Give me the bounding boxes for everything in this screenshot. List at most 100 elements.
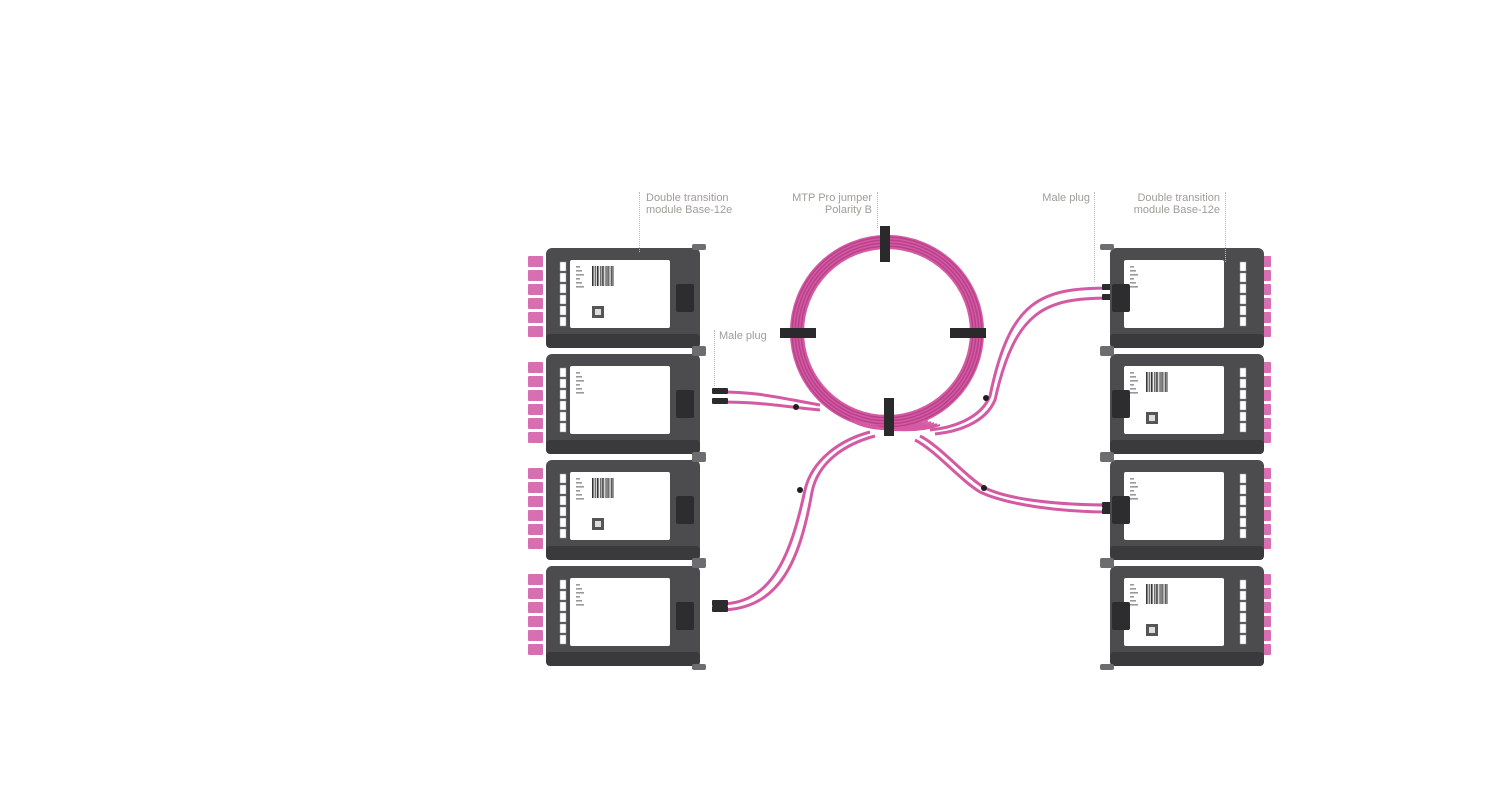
cable-right-5-a [929,286,1111,432]
qr-code-inner [1149,627,1155,633]
label-text-line [1130,274,1138,276]
port-label-cell [1239,579,1247,590]
barcode-bar [611,266,613,286]
lc-port [535,270,543,281]
barcode-bar [612,478,614,498]
module-base [1110,652,1264,666]
port-label-cell [559,473,567,484]
transition-modules [528,244,1271,670]
latch-clip [692,562,706,568]
latch-clip [692,350,706,356]
port-label-cell [559,283,567,294]
barcode-bar [606,478,608,498]
left-module-label-line2: module Base-12e [646,204,733,216]
label-text-line [1130,604,1138,606]
left-module-callout: Double transition module Base-12e [646,192,732,216]
port-label-cell [559,517,567,528]
cable-left-4-a [719,430,871,606]
port-label-cell [559,528,567,539]
latch-clip [1100,664,1114,670]
barcode-bar [1163,372,1165,392]
lc-port [535,390,543,401]
barcode-bar [608,478,609,498]
label-text-line [576,604,584,606]
port-label-cell [559,601,567,612]
label-text-line [1130,388,1136,390]
barcode-bar [595,266,596,286]
cable-right-7-a [919,434,1111,507]
barcode-bar [1149,584,1150,604]
jumper-cables [712,284,1118,612]
port-label-cell [1239,316,1247,327]
port-label-cell [1239,517,1247,528]
lc-port [535,298,543,309]
male-plug-connector [712,398,728,404]
barcode-bar [593,478,595,498]
port-label-cell [1239,634,1247,645]
left-male-plug-callout: Male plug [719,330,767,342]
lc-port [1263,298,1271,309]
port-label-cell [559,400,567,411]
breakout-marker [983,395,989,401]
label-text-line [576,584,580,586]
coil-strap-right [950,328,986,338]
barcode-bar [592,266,594,286]
lc-port [1263,432,1271,443]
barcode-bar [609,478,611,498]
label-text-line [576,372,580,374]
label-text-line [576,588,582,590]
port-label-cell [1239,495,1247,506]
cable-left-2-b [719,400,821,412]
lc-port [1263,404,1271,415]
barcode-bar [1147,584,1149,604]
lc-port [528,404,536,415]
label-text-line [576,286,584,288]
barcode-bar [1157,584,1158,604]
lc-port [1263,538,1271,549]
cable-left-4-b [719,434,876,612]
lc-port [535,482,543,493]
right-module-label-line1: Double transition [1137,192,1220,204]
lc-port [535,418,543,429]
coil-strap-left [780,328,816,338]
barcode-bar [1165,584,1167,604]
barcode-bar [1165,372,1167,392]
mtp-adapter [1112,602,1130,630]
cable-right-7-b [914,438,1111,514]
port-label-cell [559,579,567,590]
lc-port [535,616,543,627]
transition-module-8 [1100,562,1271,670]
module-base [546,440,700,454]
lc-port [535,312,543,323]
transition-module-4 [528,562,706,670]
lc-port [1263,362,1271,373]
lc-port [1263,602,1271,613]
barcode-bar [600,478,601,498]
barcode-bar [1157,372,1158,392]
male-plug-connector [712,600,728,606]
barcode-bar [609,266,611,286]
label-text-line [1130,584,1134,586]
label-card [570,260,670,328]
lc-port [528,588,536,599]
port-label-cell [1239,601,1247,612]
lc-port [1263,418,1271,429]
right-module-callout: Double transition module Base-12e [1100,192,1220,216]
latch-clip [692,664,706,670]
label-card [570,366,670,434]
lc-port [535,326,543,337]
barcode-bar [1160,372,1162,392]
port-label-cell [1239,272,1247,283]
port-label-cell [559,484,567,495]
lc-port [535,362,543,373]
barcode-bar [601,266,603,286]
barcode-bar [612,266,614,286]
lc-port [1263,284,1271,295]
left-plug-leader [714,330,715,386]
port-label-cell [559,378,567,389]
barcode-bar [1158,372,1160,392]
label-text-line [576,592,584,594]
lc-port [535,538,543,549]
label-text-line [1130,482,1136,484]
label-text-line [576,274,584,276]
